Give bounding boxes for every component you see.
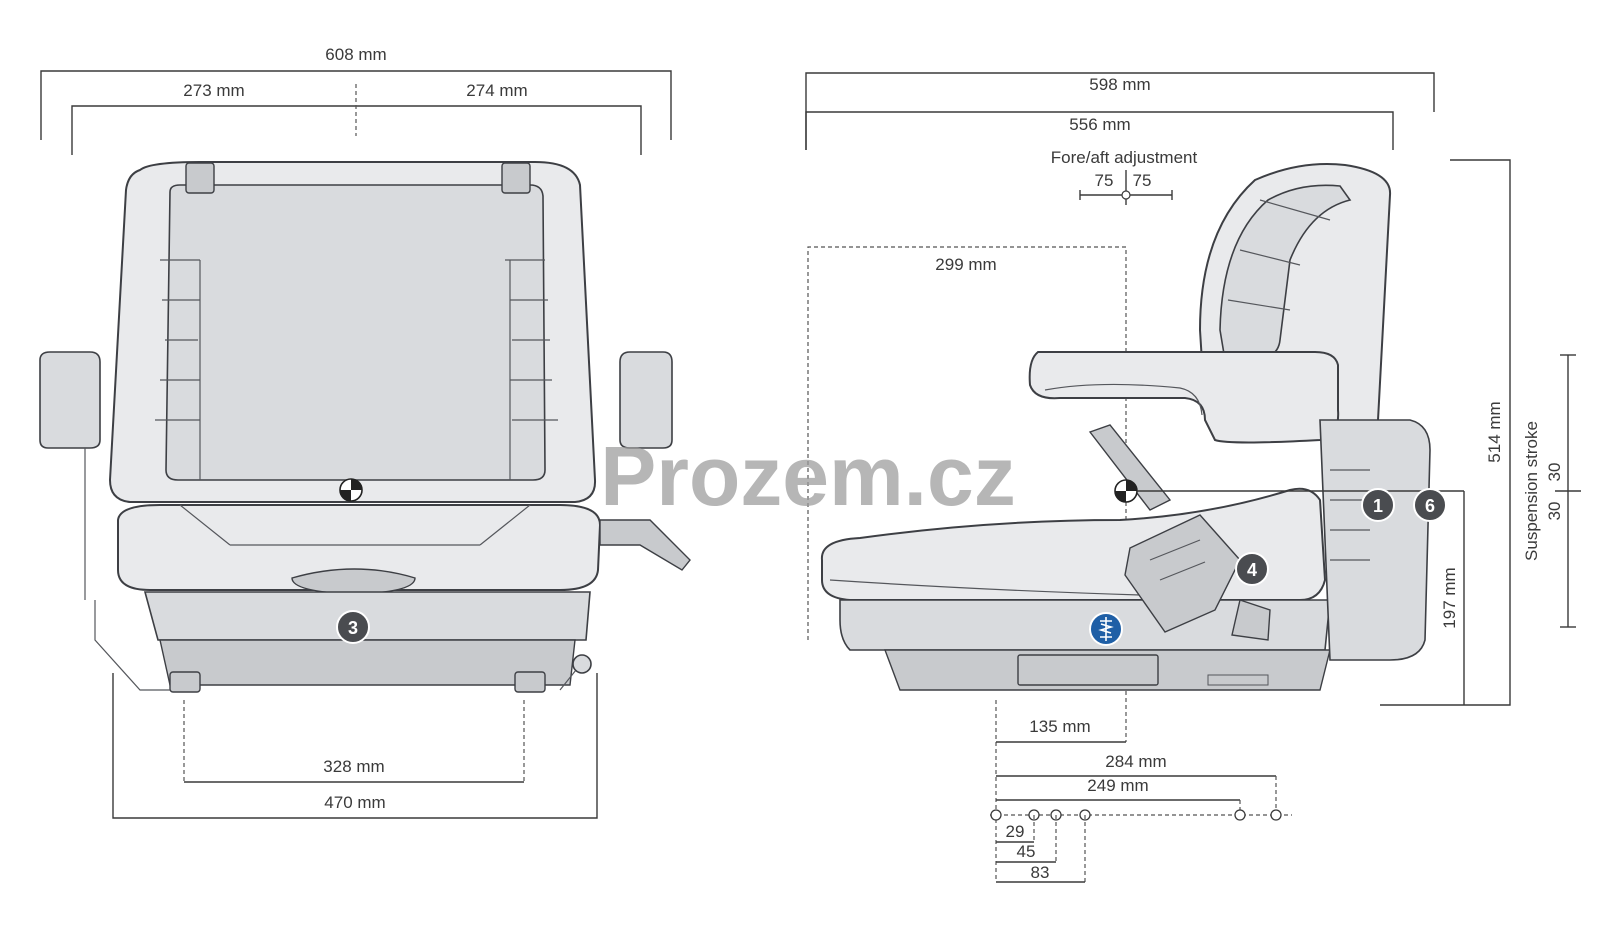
badge-1: 1 <box>1361 488 1395 522</box>
badge-1-label: 1 <box>1373 496 1383 516</box>
dim-label-29: 29 <box>1006 822 1025 841</box>
badge-4-label: 4 <box>1247 560 1257 580</box>
dim-135: 135 mm <box>995 700 1126 880</box>
stroke-up-value: 30 <box>1545 463 1564 482</box>
dim-label-299: 299 mm <box>935 255 996 274</box>
dim-label-470: 470 mm <box>324 793 385 812</box>
dim-label-83: 83 <box>1031 863 1050 882</box>
dim-299: 299 mm <box>807 246 1127 742</box>
dim-label-284: 284 mm <box>1105 752 1166 771</box>
dim-328: 328 mm <box>183 700 525 783</box>
dim-470: 470 mm <box>112 673 598 819</box>
dim-label-556: 556 mm <box>1069 115 1130 134</box>
fore-aft-label: Fore/aft adjustment <box>1051 148 1198 167</box>
dim-label-45: 45 <box>1017 842 1036 861</box>
fore-value: 75 <box>1095 171 1114 190</box>
badge-3: 3 <box>336 610 370 644</box>
dim-label-598: 598 mm <box>1089 75 1150 94</box>
dim-273-274: 273 mm 274 mm <box>71 81 642 155</box>
badge-3-label: 3 <box>348 618 358 638</box>
dim-label-328: 328 mm <box>323 757 384 776</box>
dim-514: 514 mm <box>1380 159 1511 706</box>
dim-556: 556 mm <box>805 111 1394 150</box>
badge-4: 4 <box>1235 552 1269 586</box>
badge-6-label: 6 <box>1425 496 1435 516</box>
dim-label-514: 514 mm <box>1485 401 1504 462</box>
watermark-text: Prozem.cz <box>600 429 1016 523</box>
fore-aft-adjustment: Fore/aft adjustment 75 75 <box>1051 148 1198 205</box>
suspension-stroke-label: Suspension stroke <box>1522 421 1541 561</box>
dim-label-274: 274 mm <box>466 81 527 100</box>
dim-197: 197 mm <box>1440 491 1465 705</box>
dim-label-273: 273 mm <box>183 81 244 100</box>
dim-284: 284 mm <box>996 752 1277 815</box>
badge-6: 6 <box>1413 488 1447 522</box>
side-view: 598 mm 556 mm Fore/aft adjustment 75 75 … <box>805 72 1581 883</box>
dim-label-608: 608 mm <box>325 45 386 64</box>
dim-label-197: 197 mm <box>1440 567 1459 628</box>
dim-label-249: 249 mm <box>1087 776 1148 795</box>
front-view: 608 mm 273 mm 274 mm <box>39 45 691 819</box>
front-seat-drawing <box>39 161 691 693</box>
suspension-icon <box>1089 612 1123 646</box>
dim-label-135: 135 mm <box>1029 717 1090 736</box>
dim-608: 608 mm <box>40 45 672 140</box>
side-seat-drawing <box>820 163 1464 691</box>
aft-value: 75 <box>1133 171 1152 190</box>
dim-249: 249 mm <box>996 776 1241 815</box>
suspension-stroke: Suspension stroke 30 30 <box>1522 354 1581 628</box>
stroke-down-value: 30 <box>1545 502 1564 521</box>
mounting-holes: 29 45 83 <box>990 809 1292 883</box>
